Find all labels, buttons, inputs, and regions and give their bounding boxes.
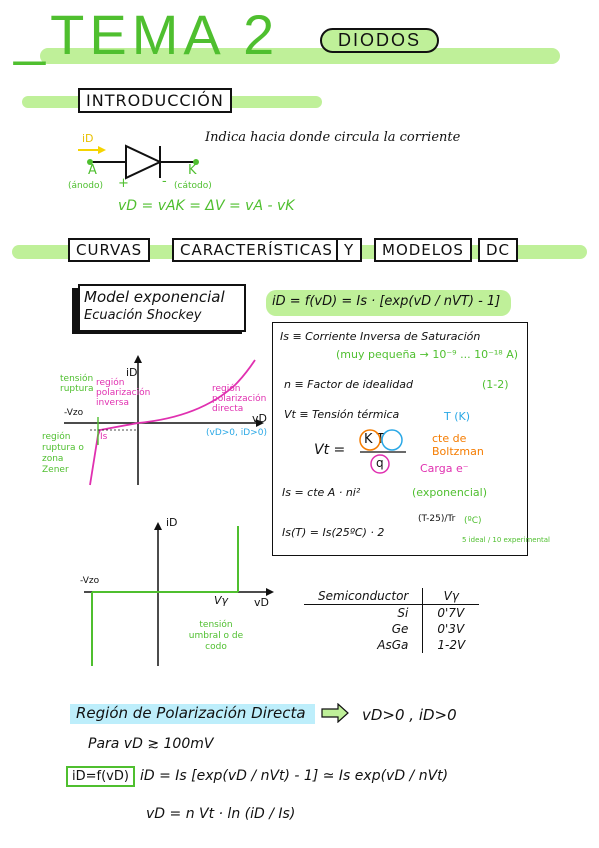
graph1-x-label: vD <box>252 412 267 425</box>
intro-heading: INTRODUCCIÓN <box>78 88 232 113</box>
graph2-x-label: vD <box>254 596 269 609</box>
main-equation: iD = f(vD) = Is · [exp(vD / nVT) - 1] <box>272 294 501 309</box>
table-row: Ge 0'3V <box>304 621 479 637</box>
definitions-box <box>272 322 528 556</box>
forward-condition: vD>0 , iD>0 <box>362 706 457 724</box>
table-header: Vγ <box>422 588 480 605</box>
table-cell: 0'7V <box>437 606 465 620</box>
t-note: T (K) <box>444 410 471 423</box>
k-note: cte de Boltzman <box>432 432 484 458</box>
is-definition: Is ≡ Corriente Inversa de Saturación <box>280 330 481 343</box>
cathode-letter: K <box>188 163 197 178</box>
current-arrow-head <box>98 146 106 154</box>
vt-formula: Vt = <box>314 442 346 458</box>
section-word-curvas: CURVAS <box>68 238 151 262</box>
is-prop-note: (exponencial) <box>412 486 487 499</box>
model-title-box: Model exponencial Ecuación Shockey <box>78 284 246 332</box>
plus-sign: + <box>118 176 129 191</box>
n-definition: n ≡ Factor de idealidad <box>284 378 413 391</box>
forward-heading: Región de Polarización Directa <box>76 704 306 722</box>
table-cell: 1-2V <box>437 638 466 652</box>
semiconductor-table: Semiconductor Vγ Si 0'7V Ge 0'3V AsGa 1-… <box>304 588 480 653</box>
forward-para: Para vD ≳ 100mV <box>88 736 214 752</box>
iv-curve-1 <box>89 359 256 486</box>
graph1-forward-region: región polarización directa <box>212 384 267 414</box>
table-cell: Si <box>304 604 424 621</box>
graph2-threshold: tensión umbral o de codo <box>188 620 244 652</box>
current-label: iD <box>82 132 94 145</box>
minus-sign: - <box>162 174 167 189</box>
topic-box: DIODOS <box>320 28 440 53</box>
n-range: (1-2) <box>482 378 509 391</box>
forward-tag: iD=f(vD) <box>66 766 135 787</box>
intro-equation: vD = vAK = ΔV = vA - vK <box>118 198 295 214</box>
section-word-dc: DC <box>478 238 519 262</box>
graph1-forward-cond: (vD>0, iD>0) <box>206 428 267 438</box>
is-temperature: Is(T) = Is(25ºC) · 2 <box>282 526 385 539</box>
section-word-y: Y <box>336 238 363 262</box>
is-temp-exponent: (T-25)/Tr <box>418 514 456 524</box>
graph1-breakdown: tensión ruptura <box>60 374 94 394</box>
vt-denominator: q <box>376 456 384 470</box>
graph1-breakdown-region: región ruptura o zona Zener <box>42 432 84 475</box>
forward-arrow-icon <box>321 703 349 723</box>
diode-triangle <box>125 144 163 180</box>
forward-heading-highlight <box>70 704 315 724</box>
graph1-vzo: -Vzo <box>64 408 84 418</box>
graph2-vzo: -Vzo <box>80 576 100 586</box>
table-row: Si 0'7V <box>304 604 479 621</box>
graph2-vy: Vγ <box>214 594 229 607</box>
graph1-y-label: iD <box>126 366 138 379</box>
table-cell: 0'3V <box>437 622 465 636</box>
page-title: _TEMA 2 <box>14 3 280 66</box>
model-title-line1: Model exponencial <box>84 288 225 306</box>
forward-equation-1: iD = Is [exp(vD / nVt) - 1] ≃ Is exp(vD … <box>140 768 449 784</box>
graph1-reverse-region: región polarización inversa <box>96 378 151 408</box>
table-cell: Ge <box>304 621 424 637</box>
exponential-graph <box>64 355 264 486</box>
is-note: (muy pequeña → 10⁻⁹ ... 10⁻¹⁸ A) <box>336 348 519 361</box>
intro-note: Indica hacia donde circula la corriente <box>205 130 461 145</box>
graph1-is: Is <box>100 432 108 442</box>
ideal-graph <box>84 522 274 666</box>
forward-equation-2: vD = n Vt · ln (iD / Is) <box>146 806 296 822</box>
vt-definition: Vt ≡ Tensión térmica <box>284 408 400 421</box>
page-topic: DIODOS <box>338 30 422 50</box>
main-eq-highlight <box>266 290 511 316</box>
model-title-line2: Ecuación Shockey <box>84 308 202 323</box>
vt-circles <box>359 429 406 474</box>
section-word-caracteristicas: CARACTERÍSTICAS <box>172 238 341 262</box>
table-cell: AsGa <box>304 637 424 653</box>
anode-name: (ánodo) <box>68 181 103 191</box>
graph2-y-label: iD <box>166 516 178 529</box>
cathode-name: (cátodo) <box>174 181 212 191</box>
is-temp-unit: (ºC) <box>464 516 482 526</box>
table-row: AsGa 1-2V <box>304 637 479 653</box>
q-note: Carga e⁻ <box>420 462 469 475</box>
section-word-modelos: MODELOS <box>374 238 472 262</box>
diode-symbol <box>78 144 199 180</box>
tr-note: 5 ideal / 10 experimental <box>462 536 550 544</box>
anode-letter: A <box>88 163 97 178</box>
table-header: Semiconductor <box>304 588 424 605</box>
table-header-row: Semiconductor Vγ <box>304 588 480 605</box>
is-proportional: Is = cte A · ni² <box>282 486 361 499</box>
